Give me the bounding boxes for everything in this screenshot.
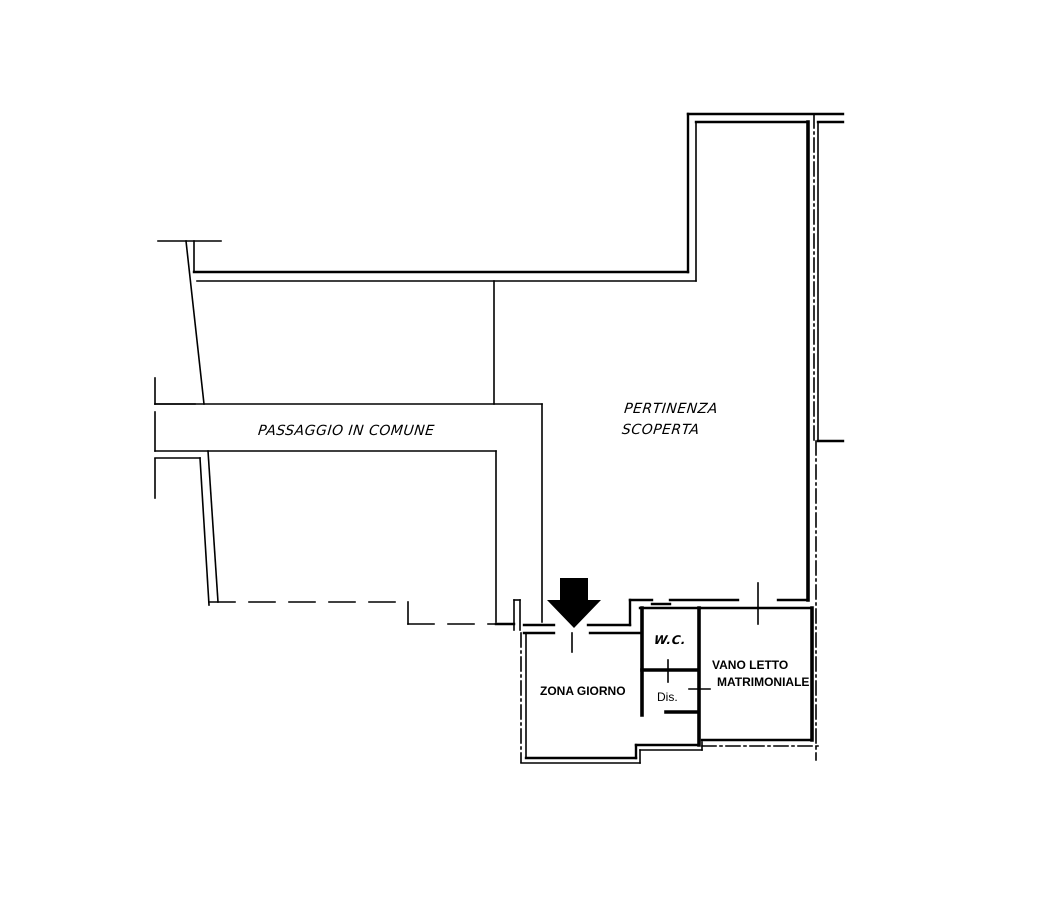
wall-lower-left bbox=[199, 450, 497, 625]
label-vano-letto-matrimoniale: VANO LETTO MATRIMONIALE bbox=[712, 657, 809, 691]
label-pertinenza: PERTINENZA bbox=[623, 401, 719, 417]
arrow-down-icon bbox=[547, 578, 601, 628]
label-wc: W.C. bbox=[653, 633, 687, 647]
wall-right-boundary bbox=[806, 113, 845, 761]
label-pertinenza-scoperta: PERTINENZA SCOPERTA bbox=[621, 399, 719, 441]
wall-upper-band bbox=[192, 112, 845, 282]
label-matrimoniale: MATRIMONIALE bbox=[717, 675, 810, 689]
label-scoperta: SCOPERTA bbox=[621, 422, 701, 438]
label-zona-giorno: ZONA GIORNO bbox=[540, 684, 626, 698]
label-vano-letto: VANO LETTO bbox=[712, 658, 789, 672]
label-passaggio-in-comune: PASSAGGIO IN COMUNE bbox=[257, 423, 436, 439]
wall-top-left-stub bbox=[157, 240, 222, 405]
corridor-passaggio bbox=[154, 377, 543, 623]
label-disimpegno: Dis. bbox=[657, 690, 678, 704]
wall-apartment bbox=[494, 582, 819, 764]
